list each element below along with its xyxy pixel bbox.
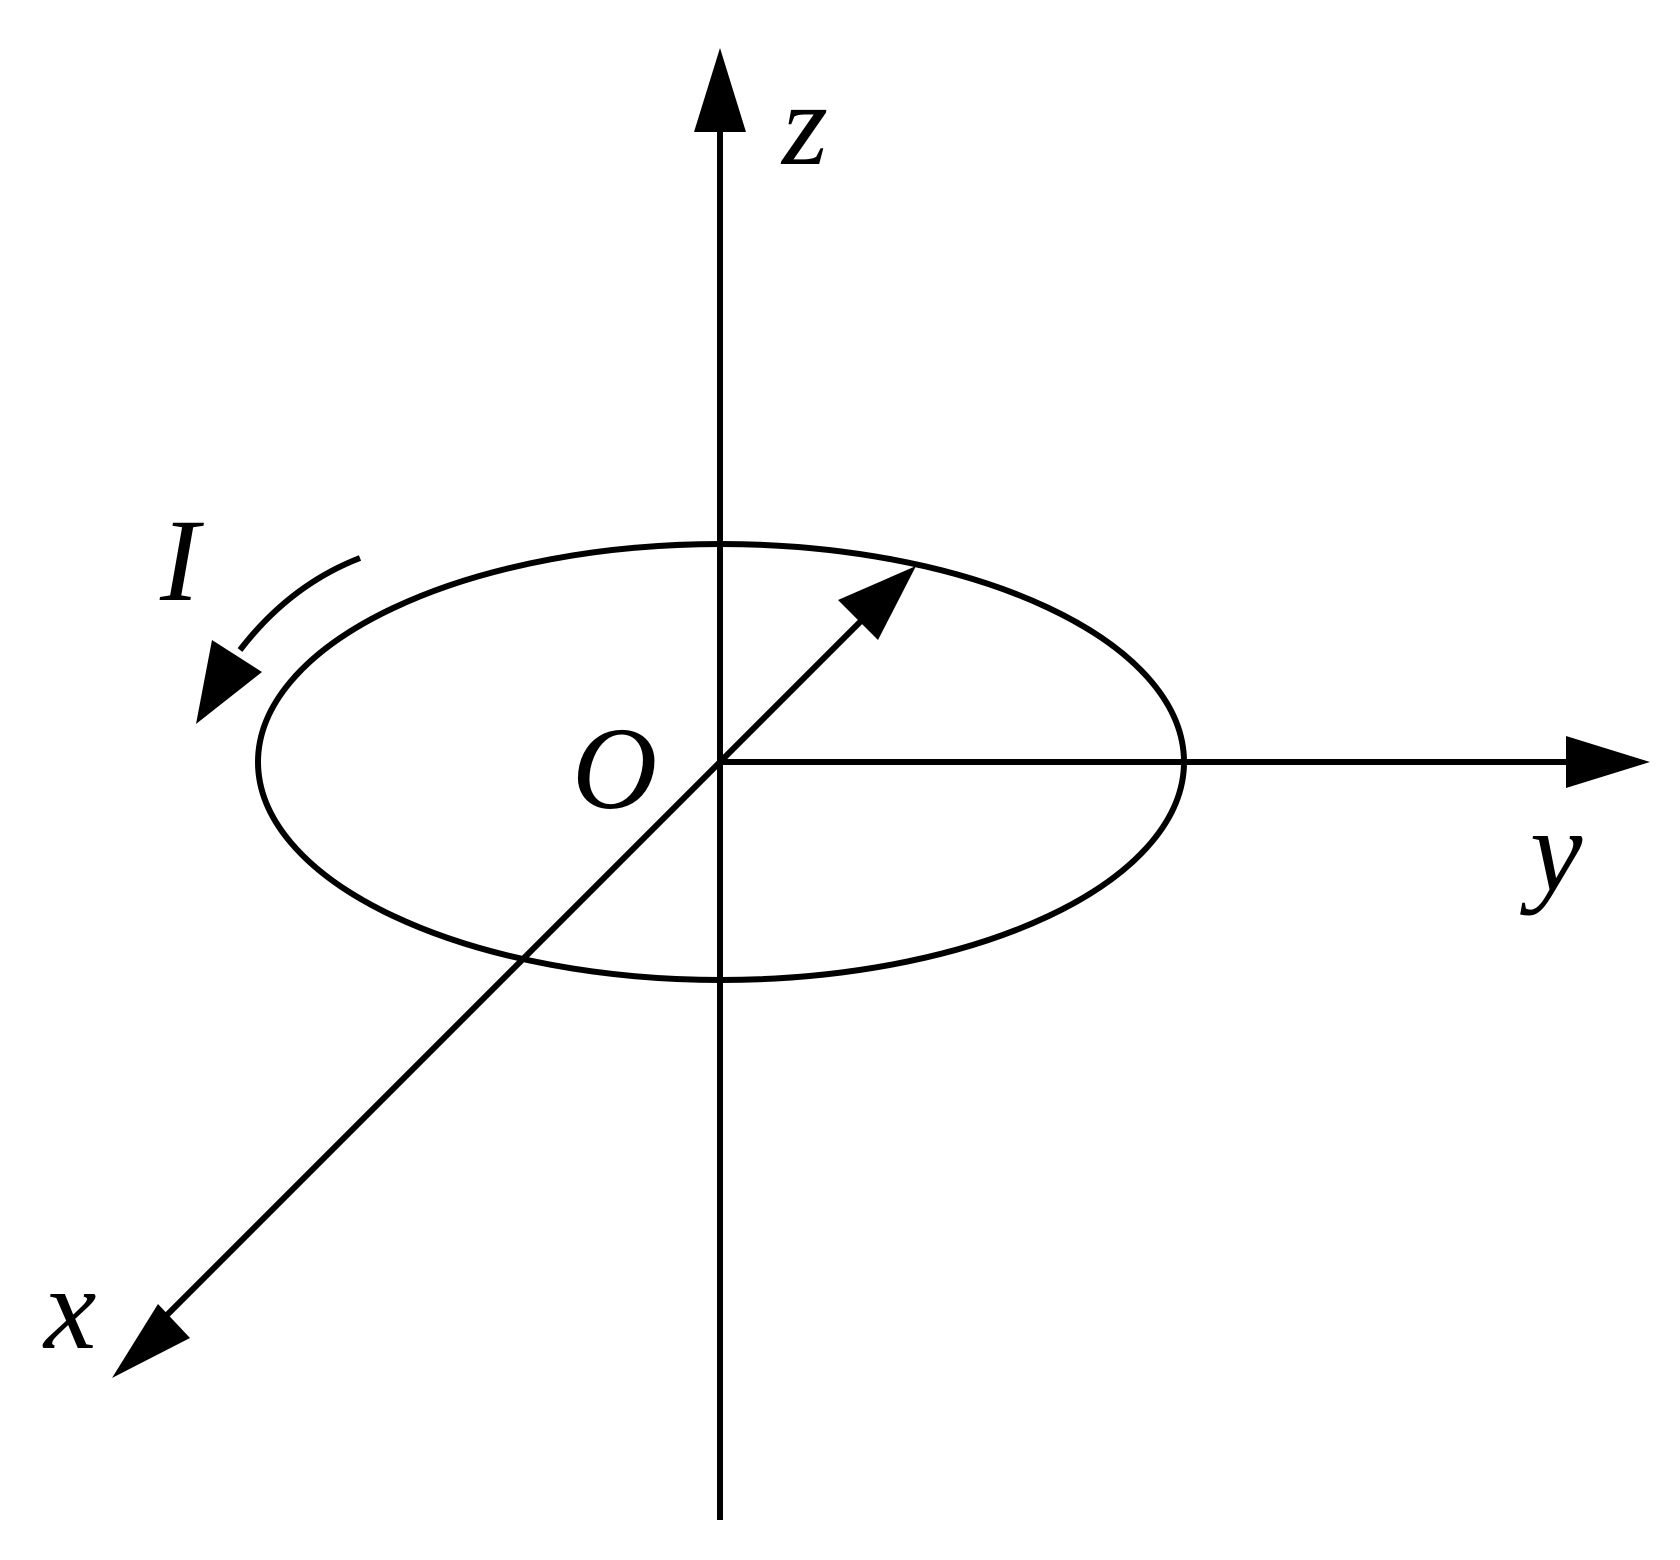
y-axis-arrowhead xyxy=(1566,736,1650,788)
radius-arrowhead xyxy=(838,566,916,640)
current-label: I xyxy=(159,495,204,626)
x-axis-label: x xyxy=(42,1243,96,1374)
current-direction-arc xyxy=(237,555,362,652)
z-axis-arrowhead xyxy=(694,48,746,132)
radius-line xyxy=(717,611,871,765)
x-axis xyxy=(157,759,723,1325)
y-axis-label: y xyxy=(1520,785,1583,916)
x-axis-arrowhead xyxy=(112,1304,190,1378)
current-direction-arrowhead xyxy=(196,640,262,724)
current-loop xyxy=(255,541,1187,983)
origin-label: O xyxy=(572,703,657,834)
z-axis-label: z xyxy=(780,59,828,190)
